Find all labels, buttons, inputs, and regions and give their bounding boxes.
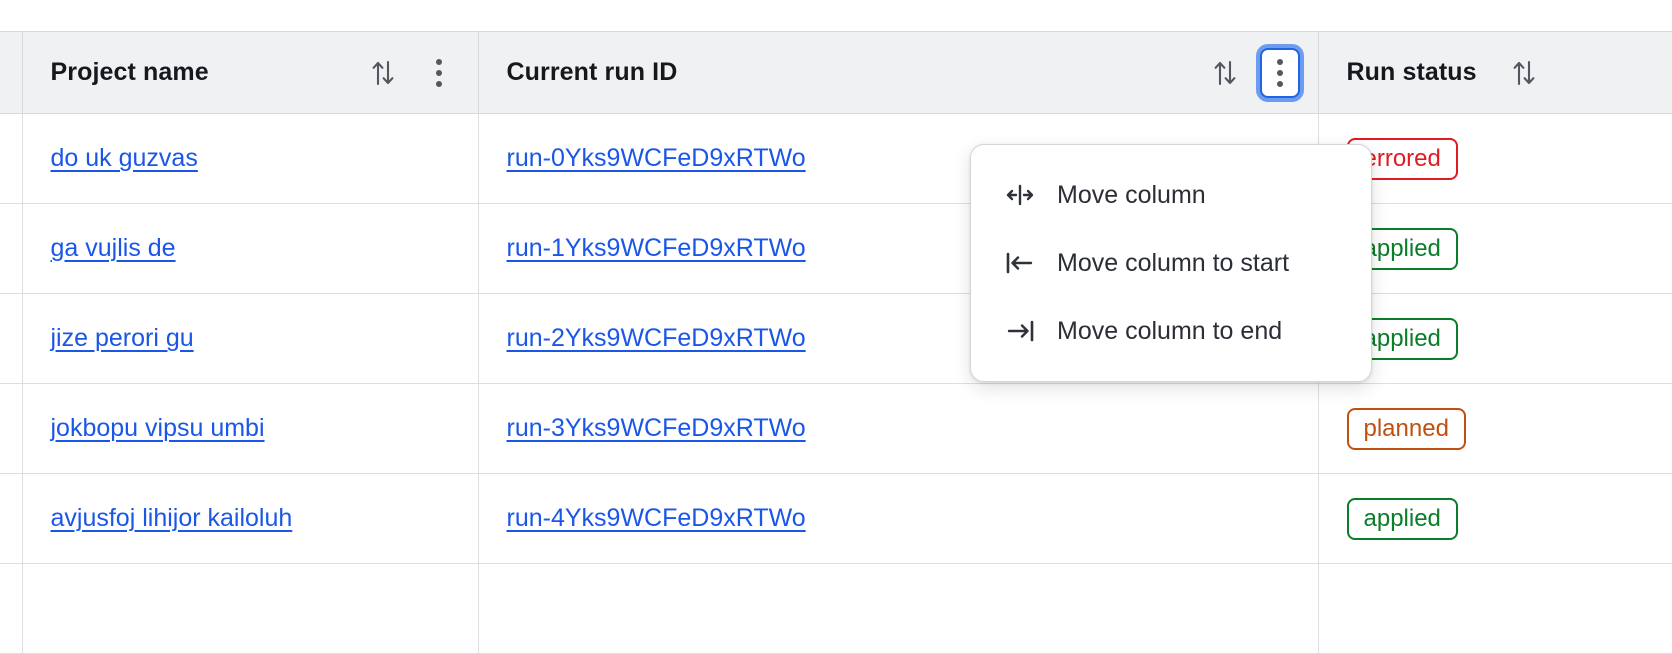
table-row: jize perori gu run-2Yks9WCFeD9xRTWo appl…	[0, 293, 1672, 384]
header-cell-run-status: Run status	[1318, 31, 1672, 114]
cell-run-status: errored	[1318, 113, 1672, 204]
cell-current-run-id: run-4Yks9WCFeD9xRTWo	[478, 473, 1319, 564]
table-row: ga vujlis de run-1Yks9WCFeD9xRTWo applie…	[0, 203, 1672, 294]
cell-run-status: applied	[1318, 293, 1672, 384]
project-name-link[interactable]: jokbopu vipsu umbi	[50, 414, 265, 442]
status-badge: applied	[1346, 227, 1458, 270]
cell-project-name: do uk guzvas	[22, 113, 479, 204]
row-gutter-cell	[0, 473, 23, 564]
run-id-link[interactable]: run-1Yks9WCFeD9xRTWo	[506, 234, 806, 262]
status-badge: planned	[1346, 407, 1466, 450]
project-name-link[interactable]: ga vujlis de	[50, 234, 176, 262]
run-id-link[interactable]: run-2Yks9WCFeD9xRTWo	[506, 324, 806, 352]
cell-run-status	[1318, 563, 1672, 654]
run-id-link[interactable]: run-4Yks9WCFeD9xRTWo	[506, 504, 806, 532]
header-row: Project name	[0, 31, 1672, 114]
project-name-link[interactable]: do uk guzvas	[50, 144, 198, 172]
table-row: jokbopu vipsu umbi run-3Yks9WCFeD9xRTWo …	[0, 383, 1672, 474]
table-row: do uk guzvas run-0Yks9WCFeD9xRTWo errore…	[0, 113, 1672, 204]
kebab-menu-icon	[1276, 58, 1283, 87]
row-gutter-cell	[0, 383, 23, 474]
run-id-link[interactable]: run-3Yks9WCFeD9xRTWo	[506, 414, 806, 442]
column-menu-button-project-name[interactable]	[418, 52, 460, 94]
sort-updown-icon	[1212, 58, 1238, 88]
move-column-to-end-icon	[1001, 316, 1039, 346]
sort-updown-icon	[370, 58, 396, 88]
header-cell-project-name: Project name	[22, 31, 479, 114]
cell-project-name	[22, 563, 479, 654]
cell-current-run-id: run-3Yks9WCFeD9xRTWo	[478, 383, 1319, 474]
menu-item-move-column-to-start[interactable]: Move column to start	[971, 229, 1371, 297]
sort-button-project-name[interactable]	[362, 52, 404, 94]
row-gutter-cell	[0, 113, 23, 204]
header-cell-current-run-id: Current run ID	[478, 31, 1319, 114]
kebab-menu-icon	[435, 58, 442, 87]
table-header: Project name	[0, 31, 1672, 114]
project-name-link[interactable]: avjusfoj lihijor kailoluh	[50, 504, 293, 532]
header-label-current-run-id: Current run ID	[506, 58, 678, 86]
projects-table: Project name	[0, 31, 1672, 654]
table-container: Project name	[0, 31, 1672, 654]
cell-run-status: applied	[1318, 473, 1672, 564]
menu-item-label: Move column to end	[1057, 316, 1283, 345]
row-gutter-cell	[0, 293, 23, 384]
cell-project-name: avjusfoj lihijor kailoluh	[22, 473, 479, 564]
header-gutter-cell	[0, 31, 23, 114]
sort-updown-icon	[1511, 58, 1537, 88]
header-label-run-status: Run status	[1346, 58, 1477, 86]
cell-current-run-id	[478, 563, 1319, 654]
menu-item-move-column[interactable]: Move column	[971, 161, 1371, 229]
move-column-icon	[1001, 180, 1039, 210]
table-row-partial	[0, 563, 1672, 654]
menu-item-label: Move column to start	[1057, 248, 1290, 277]
run-id-link[interactable]: run-0Yks9WCFeD9xRTWo	[506, 144, 806, 172]
cell-project-name: jokbopu vipsu umbi	[22, 383, 479, 474]
menu-item-label: Move column	[1057, 180, 1206, 209]
cell-project-name: ga vujlis de	[22, 203, 479, 294]
header-label-project-name: Project name	[50, 58, 209, 86]
row-gutter-cell	[0, 563, 23, 654]
table-body: do uk guzvas run-0Yks9WCFeD9xRTWo errore…	[0, 113, 1672, 654]
status-badge: applied	[1346, 497, 1458, 540]
cell-run-status: applied	[1318, 203, 1672, 294]
cell-project-name: jize perori gu	[22, 293, 479, 384]
column-menu-button-current-run-id[interactable]	[1259, 47, 1300, 98]
project-name-link[interactable]: jize perori gu	[50, 324, 194, 352]
row-gutter-cell	[0, 203, 23, 294]
status-badge: applied	[1346, 317, 1458, 360]
sort-button-current-run-id[interactable]	[1204, 52, 1246, 94]
status-badge: errored	[1346, 137, 1458, 180]
page-top-gutter	[0, 0, 1672, 31]
sort-button-run-status[interactable]	[1503, 52, 1545, 94]
cell-run-status: planned	[1318, 383, 1672, 474]
move-column-to-start-icon	[1001, 248, 1039, 278]
menu-item-move-column-to-end[interactable]: Move column to end	[971, 297, 1371, 365]
table-row: avjusfoj lihijor kailoluh run-4Yks9WCFeD…	[0, 473, 1672, 564]
column-context-menu: Move column Move column to start	[970, 144, 1372, 382]
